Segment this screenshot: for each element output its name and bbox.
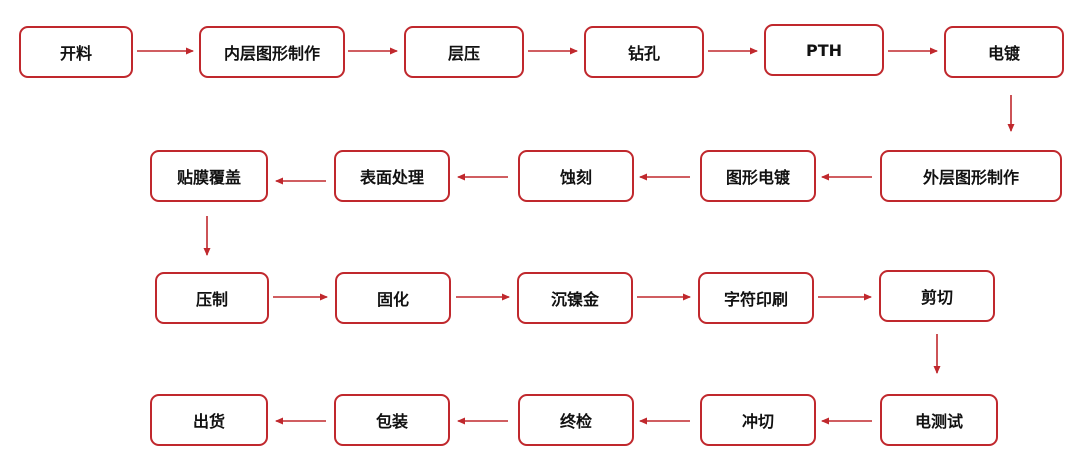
step-silkscreen: 字符印刷 — [698, 272, 814, 324]
step-pth: PTH — [764, 24, 884, 76]
step-packaging: 包装 — [334, 394, 450, 446]
step-enig: 沉镍金 — [517, 272, 633, 324]
step-shipping: 出货 — [150, 394, 268, 446]
step-electrical-test: 电测试 — [880, 394, 998, 446]
step-curing: 固化 — [335, 272, 451, 324]
step-final-inspection: 终检 — [518, 394, 634, 446]
step-lamination: 层压 — [404, 26, 524, 78]
step-inner-layer-pattern: 内层图形制作 — [199, 26, 345, 78]
step-drilling: 钻孔 — [584, 26, 704, 78]
step-punching: 冲切 — [700, 394, 816, 446]
step-surface-treatment: 表面处理 — [334, 150, 450, 202]
step-etching: 蚀刻 — [518, 150, 634, 202]
step-coverlay: 贴膜覆盖 — [150, 150, 268, 202]
step-pressing: 压制 — [155, 272, 269, 324]
step-pattern-plating: 图形电镀 — [700, 150, 816, 202]
step-kailiao: 开料 — [19, 26, 133, 78]
step-shearing: 剪切 — [879, 270, 995, 322]
step-electroplating: 电镀 — [944, 26, 1064, 78]
step-outer-layer-pattern: 外层图形制作 — [880, 150, 1062, 202]
